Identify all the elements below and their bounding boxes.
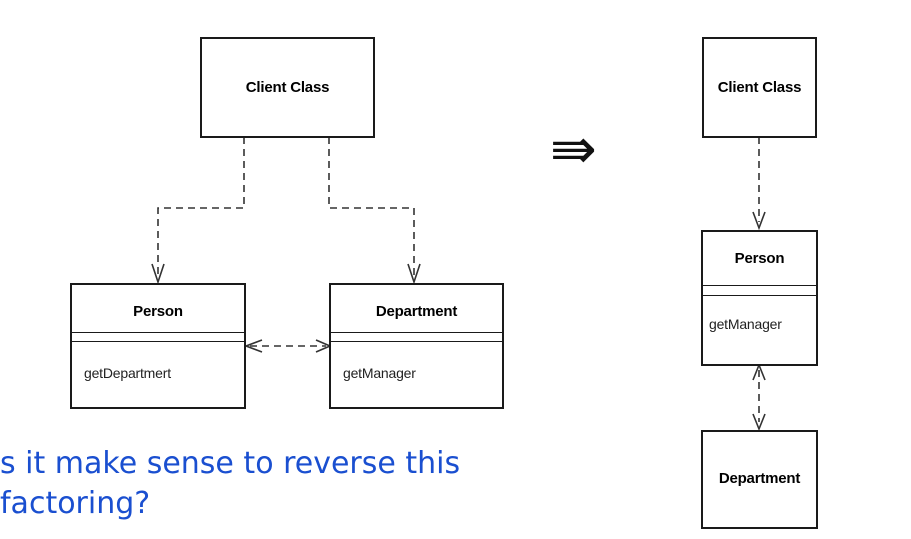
left-department-class-title: Department	[375, 303, 458, 320]
divider	[703, 285, 816, 286]
right-client-class-box: Client Class	[702, 37, 817, 138]
right-person-class-title: Person	[734, 250, 785, 267]
arrowhead	[151, 263, 165, 285]
left-person-class-title: Person	[133, 303, 183, 320]
right-client-class-title: Client Class	[717, 79, 802, 96]
arrowhead	[407, 263, 421, 285]
arrowhead	[752, 413, 766, 432]
left-department-class-box: Department getManager	[329, 283, 504, 409]
question-line-2: factoring?	[0, 486, 151, 521]
divider	[72, 341, 244, 342]
refactoring-arrow: ⇛	[550, 117, 597, 182]
arrowhead	[752, 211, 766, 231]
left-department-method: getManager	[343, 365, 416, 381]
dependency-client-to-department	[328, 137, 415, 275]
right-person-method: getManager	[709, 316, 782, 332]
dependency-client-to-person	[157, 137, 245, 275]
left-person-method: getDepartmert	[84, 365, 171, 381]
left-client-class-box: Client Class	[200, 37, 375, 138]
right-person-class-box: Person getManager	[701, 230, 818, 366]
arrowhead	[243, 339, 263, 353]
left-person-class-box: Person getDepartmert	[70, 283, 246, 409]
right-department-class-title: Department	[718, 470, 801, 487]
divider	[703, 295, 816, 296]
divider	[331, 332, 502, 333]
divider	[72, 332, 244, 333]
left-client-class-title: Client Class	[245, 79, 330, 96]
question-line-1: s it make sense to reverse this	[0, 446, 461, 481]
right-department-class-box: Department	[701, 430, 818, 529]
divider	[331, 341, 502, 342]
